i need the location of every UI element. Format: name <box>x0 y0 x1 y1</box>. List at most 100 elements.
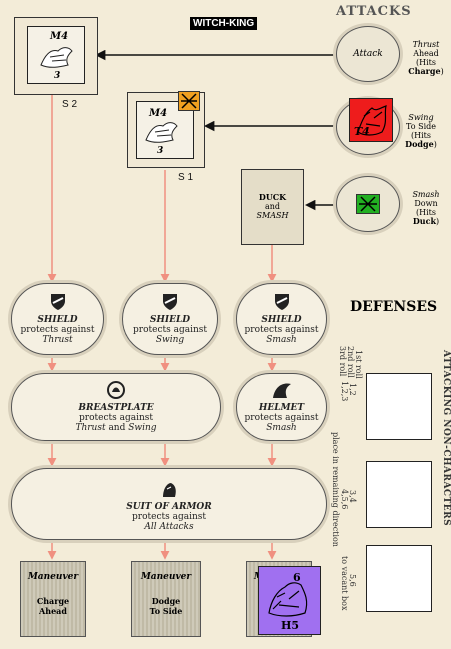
attack-name: Thrust <box>412 40 440 49</box>
protects-target-2: Swing <box>128 423 157 433</box>
roll-range-5: 5,6 <box>348 574 357 587</box>
roll-range-4: 4,5,6 <box>340 489 349 510</box>
shield-icon <box>163 294 177 310</box>
monster-icon <box>268 582 308 617</box>
maneuver-line1: Dodge <box>151 596 181 606</box>
attack-hits: (Hits Charge) <box>403 58 449 76</box>
armor-icon <box>163 483 176 497</box>
monster-icon <box>357 105 387 136</box>
hits-target: Duck <box>412 216 437 226</box>
witch-king-icon <box>40 47 73 68</box>
counter-move-value: M4 <box>50 31 69 42</box>
hits-target: Charge <box>408 66 441 76</box>
protects-target: Smash <box>266 423 297 433</box>
protects-target: Swing <box>155 335 185 345</box>
box-label-s2: S 2 <box>62 99 78 110</box>
helmet-title: HELMET <box>258 403 305 413</box>
shield-thrust[interactable]: SHIELD protects against Thrust <box>11 283 104 355</box>
attack-circle-thrust[interactable]: Attack <box>336 26 400 82</box>
vacant-box-label: to vacant box <box>340 556 349 611</box>
shield-title: SHIELD <box>261 315 302 325</box>
shield-smash[interactable]: SHIELD protects against Smash <box>236 283 327 355</box>
attack-direction: Down <box>414 199 438 208</box>
protects-line: protects against <box>244 325 319 335</box>
roll-range-2: 1,2,3 <box>340 381 349 402</box>
non-character-box-3[interactable] <box>366 545 432 612</box>
helmet-slot[interactable]: HELMET protects against Smash <box>236 373 327 441</box>
non-character-box-1[interactable] <box>366 373 432 440</box>
attacks-heading: ATTACKS <box>336 4 412 19</box>
combat-box-2[interactable]: M4 3 <box>127 91 205 168</box>
breastplate-slot[interactable]: BREASTPLATE protects against Thrust and … <box>11 373 221 441</box>
combat-box-1[interactable]: M4 3 <box>14 17 98 95</box>
protects-line: protects against <box>244 413 319 423</box>
cross-icon <box>359 196 377 212</box>
attack-hits: (Hits Dodge) <box>395 131 447 149</box>
helmet-icon <box>272 383 291 398</box>
hits-suffix: ) <box>440 67 444 76</box>
box-label-s1: S 1 <box>178 172 194 183</box>
shield-icon <box>274 294 289 310</box>
protects-line: protects against <box>133 325 207 335</box>
and-text: and <box>105 423 129 433</box>
protects-target: Smash <box>266 335 297 345</box>
roll-1-label: 1st roll <box>354 350 363 379</box>
protects-targets: Thrust and Swing <box>12 423 220 433</box>
shield-title: SHIELD <box>37 315 78 325</box>
attack-desc-thrust: Thrust Ahead (Hits Charge) <box>403 40 449 76</box>
suit-title: SUIT OF ARMOR <box>126 502 212 512</box>
attack-name: Smash <box>412 190 440 199</box>
smash-line: SMASH <box>256 211 289 220</box>
hits-prefix: (Hits <box>411 131 431 140</box>
counter-attack-value: H5 <box>281 619 300 632</box>
attack-label: Attack <box>353 49 383 59</box>
non-character-box-2[interactable] <box>366 461 432 528</box>
duck-smash-box[interactable]: DUCK and SMASH <box>241 169 304 245</box>
attack-desc-smash: Smash Down (Hits Duck) <box>403 190 449 226</box>
protects-target-1: Thrust <box>75 423 106 433</box>
defenses-heading: DEFENSES <box>350 299 438 315</box>
maneuver-charge-box[interactable]: Maneuver Charge Ahead <box>20 561 86 637</box>
character-title: WITCH-KING <box>190 17 258 30</box>
maneuver-title: Maneuver <box>27 572 79 582</box>
maneuver-dodge-box[interactable]: Maneuver Dodge To Side <box>131 561 201 637</box>
counter-attack-value: 3 <box>157 146 164 156</box>
roll-2-label: 2nd roll <box>346 346 355 378</box>
counter-value: T4 <box>354 125 370 138</box>
protects-line: protects against <box>20 325 95 335</box>
m4-counter-mid[interactable]: M4 3 <box>136 101 194 159</box>
place-remaining-label: place in remaining direction <box>331 432 340 547</box>
hits-prefix: (Hits <box>416 58 436 67</box>
hits-suffix: ) <box>436 217 440 226</box>
hits-target: Dodge <box>405 139 434 149</box>
protects-line: protects against <box>132 512 206 522</box>
roll-3-label: 3rd roll <box>338 346 347 377</box>
counter-move-value: M4 <box>149 108 168 119</box>
breastplate-icon <box>107 381 125 399</box>
protects-line: protects against <box>79 413 153 423</box>
maneuver-line2: Ahead <box>39 606 67 616</box>
attacking-non-characters-title: ATTACKING NON-CHARACTERS <box>441 350 451 527</box>
t4-counter[interactable]: T4 <box>349 98 393 142</box>
hits-suffix: ) <box>433 140 437 149</box>
shield-swing[interactable]: SHIELD protects against Swing <box>122 283 218 355</box>
shield-title: SHIELD <box>149 315 191 325</box>
m4-counter-top[interactable]: M4 3 <box>27 26 85 84</box>
protects-target: Thrust <box>42 335 73 345</box>
suit-of-armor-slot[interactable]: SUIT OF ARMOR protects against All Attac… <box>11 468 327 540</box>
maneuver-title: Maneuver <box>140 572 192 582</box>
orange-marker[interactable] <box>178 91 200 111</box>
maneuver-line1: Charge <box>36 596 70 606</box>
attack-hits: (Hits Duck) <box>403 208 449 226</box>
attack-circle-smash[interactable] <box>336 176 400 232</box>
attack-direction: Ahead <box>413 49 439 58</box>
attack-desc-swing: Swing To Side (Hits Dodge) <box>395 113 447 149</box>
h5-counter[interactable]: 6 H5 <box>258 566 321 635</box>
and-line: and <box>264 202 281 211</box>
green-marker[interactable] <box>356 194 380 214</box>
witch-king-icon <box>145 122 178 143</box>
protects-target: All Attacks <box>144 522 194 532</box>
hits-prefix: (Hits <box>416 208 436 217</box>
counter-move-value: 6 <box>293 571 301 584</box>
